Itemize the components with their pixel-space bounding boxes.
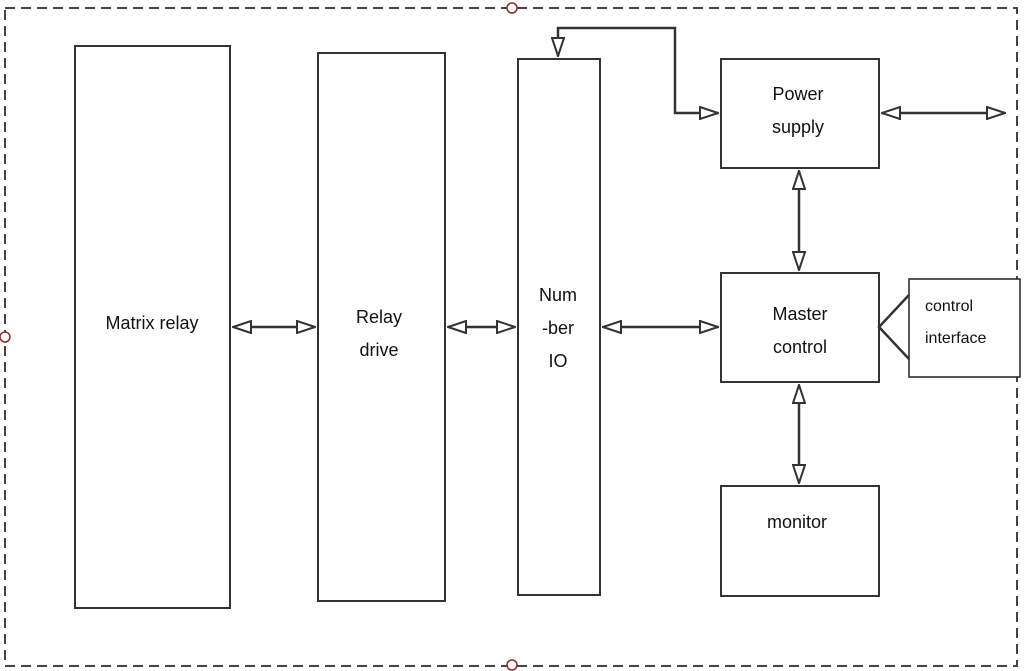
label-power-supply-line2: supply xyxy=(772,117,824,137)
label-power-supply-line1: Power xyxy=(772,84,823,104)
label-master-control-line1: Master xyxy=(772,304,827,324)
block-master-control xyxy=(720,272,880,383)
block-control-interface xyxy=(908,278,1021,378)
label-relay-drive-line1: Relay xyxy=(356,307,402,327)
label-matrix-relay: Matrix relay xyxy=(105,313,198,333)
label-relay-drive-line2: drive xyxy=(359,340,398,360)
label-number-io-line3: IO xyxy=(548,351,567,371)
label-master-control-line2: control xyxy=(773,337,827,357)
block-power-supply xyxy=(720,58,880,169)
label-control-interface-line1: control xyxy=(925,298,973,315)
arrow-number-io-power-supply xyxy=(558,26,718,113)
label-monitor: monitor xyxy=(767,512,827,532)
block-number-io xyxy=(517,58,601,596)
block-matrix-relay xyxy=(74,45,231,609)
connector-control-interface xyxy=(877,294,910,360)
block-relay-drive xyxy=(317,52,446,602)
label-number-io-line2: -ber xyxy=(542,318,574,338)
selection-handle-left[interactable] xyxy=(0,331,11,343)
selection-handle-bottom[interactable] xyxy=(506,659,518,671)
block-monitor xyxy=(720,485,880,597)
label-number-io-line1: Num xyxy=(539,285,577,305)
selection-handle-top[interactable] xyxy=(506,2,518,14)
label-control-interface-line2: interface xyxy=(925,330,986,347)
